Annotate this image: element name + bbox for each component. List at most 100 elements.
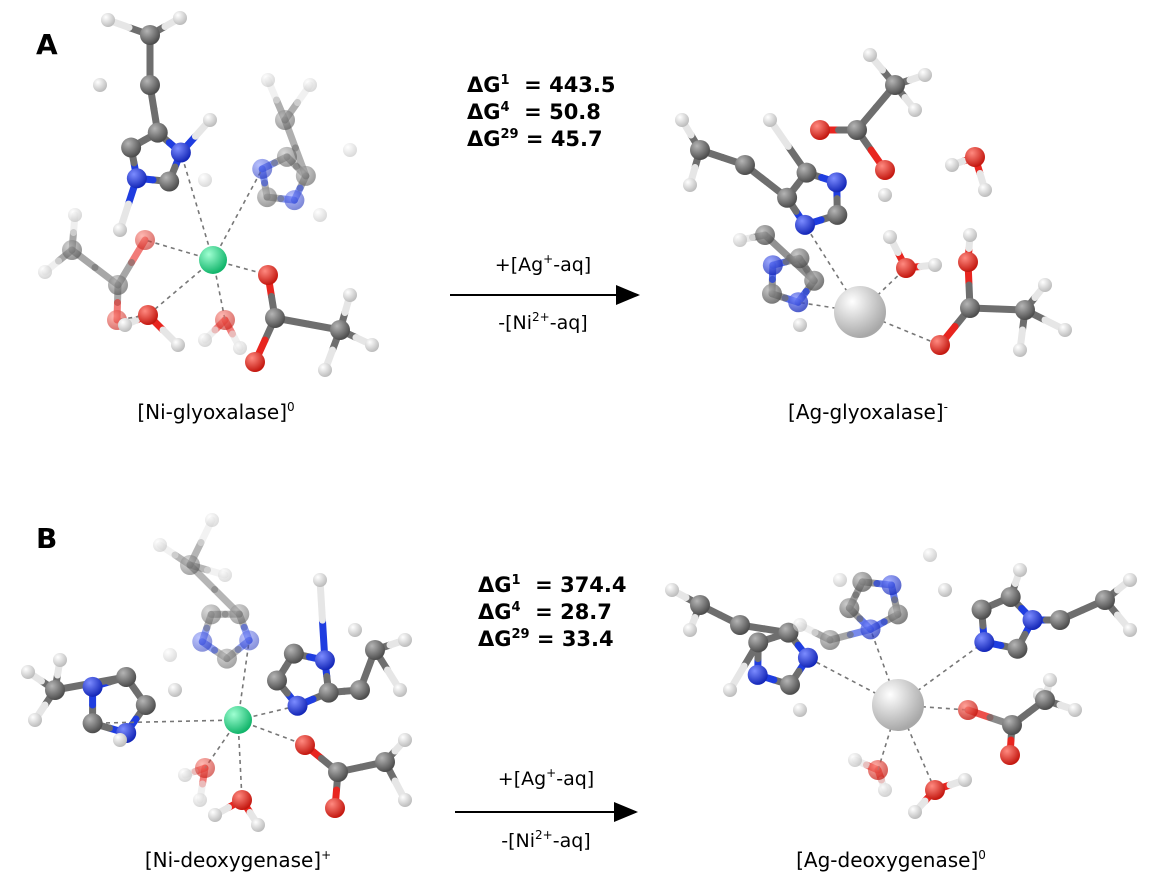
- silver-atom: [872, 679, 924, 731]
- hydrogen-atom: [793, 318, 807, 332]
- oxygen-atom: [258, 265, 278, 285]
- oxygen-atom: [195, 758, 215, 778]
- oxygen-atom: [135, 230, 155, 250]
- hydrogen-atom: [318, 363, 332, 377]
- hydrogen-atom: [113, 223, 127, 237]
- hydrogen-atom: [793, 618, 807, 632]
- nitrogen-atom: [795, 214, 816, 235]
- oxygen-atom: [1000, 745, 1020, 765]
- nitrogen-atom: [170, 142, 191, 163]
- nitrogen-atom: [1022, 609, 1043, 630]
- carbon-atom: [147, 122, 168, 143]
- hydrogen-atom: [398, 733, 412, 747]
- nitrogen-atom: [797, 647, 818, 668]
- hydrogen-atom: [833, 573, 847, 587]
- caption-ag-glyoxalase: [Ag-glyoxalase]-: [788, 400, 948, 424]
- hydrogen-atom: [303, 78, 317, 92]
- hydrogen-atom: [101, 13, 115, 27]
- coordination-bond: [92, 719, 239, 725]
- carbon-atom: [778, 622, 799, 643]
- oxygen-atom: [896, 258, 916, 278]
- carbon-atom: [1000, 586, 1021, 607]
- carbon-atom: [789, 248, 810, 269]
- nitrogen-atom: [762, 255, 783, 276]
- hydrogen-atom: [365, 338, 379, 352]
- carbon-atom: [761, 283, 782, 304]
- caption-ag-deoxygenase: [Ag-deoxygenase]0: [796, 848, 986, 872]
- hydrogen-atom: [665, 583, 679, 597]
- hydrogen-atom: [53, 653, 67, 667]
- hydrogen-atom: [113, 733, 127, 747]
- hydrogen-atom: [1068, 703, 1082, 717]
- oxygen-atom: [958, 700, 978, 720]
- caption-ni-deoxygenase: [Ni-deoxygenase]+: [144, 848, 332, 872]
- energy-row: ΔG1 = 443.5: [467, 73, 616, 97]
- energy-row: ΔG4 = 28.7: [478, 600, 612, 624]
- hydrogen-atom: [198, 173, 212, 187]
- carbon-atom: [365, 640, 385, 660]
- carbon-atom: [804, 270, 825, 291]
- oxygen-atom: [138, 305, 158, 325]
- hydrogen-atom: [313, 573, 327, 587]
- panel-label-a: A: [36, 28, 58, 61]
- hydrogen-atom: [978, 183, 992, 197]
- hydrogen-atom: [343, 288, 357, 302]
- energy-row: ΔG29 = 33.4: [478, 627, 614, 651]
- hydrogen-atom: [723, 683, 737, 697]
- carbon-atom: [690, 595, 710, 615]
- carbon-atom: [887, 604, 908, 625]
- carbon-atom: [350, 680, 370, 700]
- nickel-atom: [224, 706, 252, 734]
- hydrogen-atom: [958, 773, 972, 787]
- nitrogen-atom: [314, 650, 335, 671]
- carbon-atom: [267, 670, 288, 691]
- hydrogen-atom: [683, 178, 697, 192]
- hydrogen-atom: [21, 665, 35, 679]
- carbon-atom: [1035, 690, 1055, 710]
- carbon-atom: [265, 308, 285, 328]
- energies-a: ΔG1 = 443.5 ΔG4 = 50.8 ΔG29 = 45.7: [467, 72, 616, 153]
- hydrogen-atom: [675, 113, 689, 127]
- hydrogen-atom: [198, 333, 212, 347]
- oxygen-atom: [875, 160, 895, 180]
- carbon-atom: [201, 604, 222, 625]
- oxygen-atom: [930, 335, 950, 355]
- panel-label-b: B: [36, 522, 58, 555]
- carbon-atom: [839, 598, 860, 619]
- hydrogen-atom: [878, 188, 892, 202]
- nitrogen-atom: [126, 168, 147, 189]
- energy-row: ΔG29 = 45.7: [467, 127, 603, 151]
- carbon-atom: [971, 599, 992, 620]
- coordination-bonds: [92, 152, 985, 801]
- hydrogen-atom: [171, 338, 185, 352]
- arrow-bottom-label-a: -[Ni2+-aq]: [498, 310, 588, 334]
- carbon-atom: [62, 240, 82, 260]
- nitrogen-atom: [860, 619, 881, 640]
- hydrogen-atom: [883, 230, 897, 244]
- carbon-atom: [777, 187, 798, 208]
- hydrogen-atom: [1038, 278, 1052, 292]
- carbon-atom: [108, 275, 128, 295]
- hydrogen-atom: [203, 113, 217, 127]
- silver-atom: [834, 286, 886, 338]
- oxygen-atom: [232, 790, 252, 810]
- hydrogen-atom: [1058, 323, 1072, 337]
- hydrogen-atom: [398, 633, 412, 647]
- energy-row: ΔG1 = 374.4: [478, 573, 627, 597]
- oxygen-atom: [295, 735, 315, 755]
- carbon-atom: [1007, 638, 1028, 659]
- hydrogen-atom: [343, 143, 357, 157]
- hydrogen-atom: [348, 623, 362, 637]
- hydrogen-atom: [205, 513, 219, 527]
- hydrogen-atom: [908, 805, 922, 819]
- carbon-atom: [159, 171, 180, 192]
- carbon-atom: [820, 630, 840, 650]
- nitrogen-atom: [284, 190, 305, 211]
- hydrogen-atom: [163, 648, 177, 662]
- hydrogen-atom: [68, 208, 82, 222]
- carbon-atom: [827, 204, 848, 225]
- arrow-top-label-a: +[Ag+-aq]: [494, 252, 592, 276]
- carbon-atom: [755, 225, 775, 245]
- carbon-atom: [257, 187, 278, 208]
- carbon-atom: [748, 632, 769, 653]
